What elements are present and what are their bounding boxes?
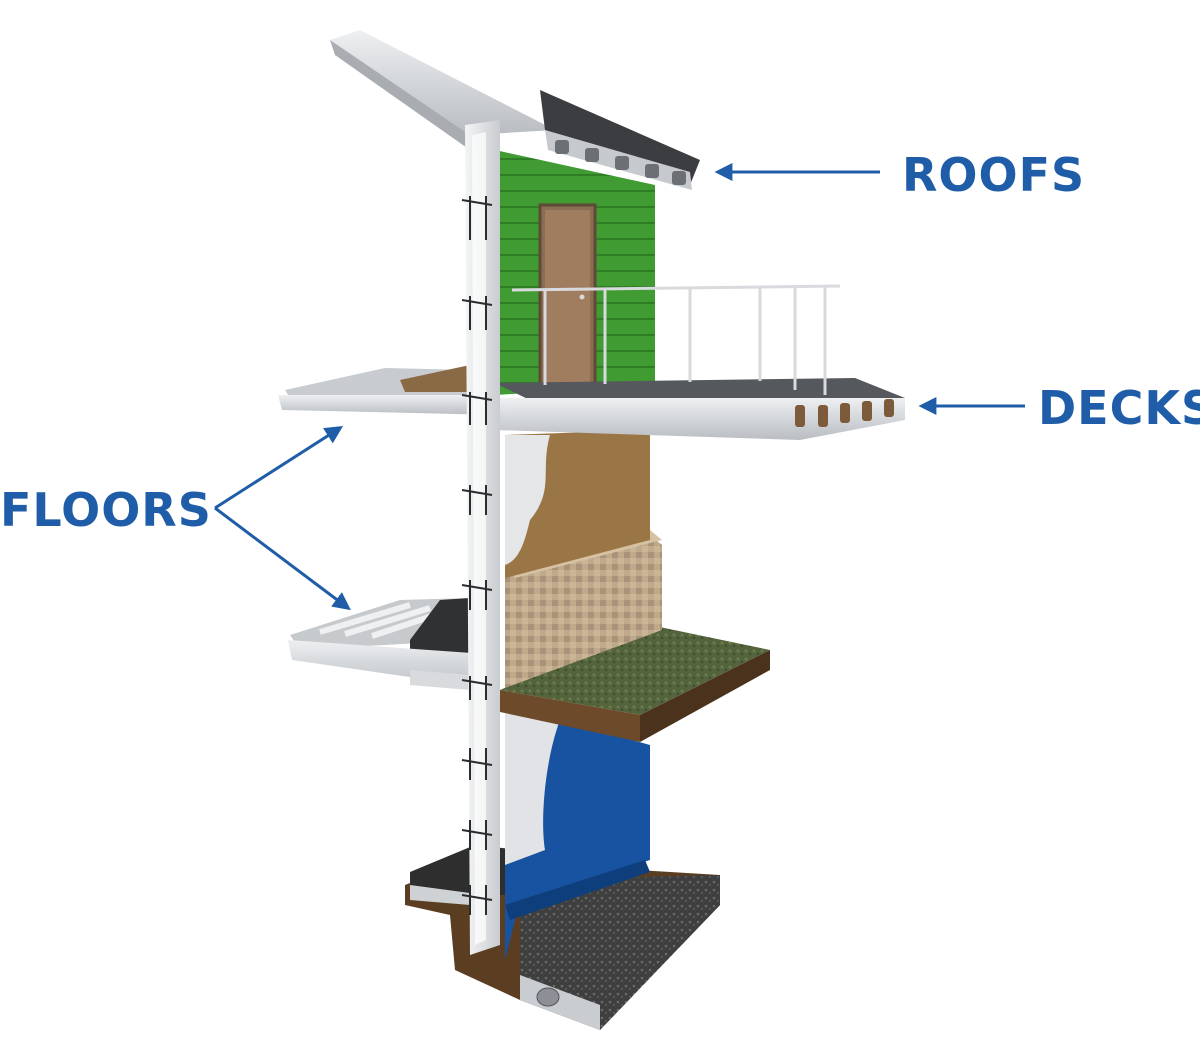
decks-label: DECKS (1038, 381, 1200, 435)
floors-arrow-upper (214, 426, 344, 510)
roof-assembly (330, 30, 700, 190)
lower-floor-slab (288, 598, 500, 690)
wall-sheathing (505, 430, 650, 578)
deck-slab (495, 284, 905, 440)
green-siding-wall (495, 150, 655, 395)
upper-floor-slab (278, 365, 500, 415)
floors-label: FLOORS (0, 483, 212, 537)
roofs-label: ROOFS (902, 148, 1086, 202)
waterproof-membrane (505, 705, 650, 960)
callout-arrows (214, 163, 1025, 611)
grass-ledge (500, 625, 770, 742)
floors-arrow-lower (214, 506, 351, 611)
icf-wall (461, 120, 500, 955)
